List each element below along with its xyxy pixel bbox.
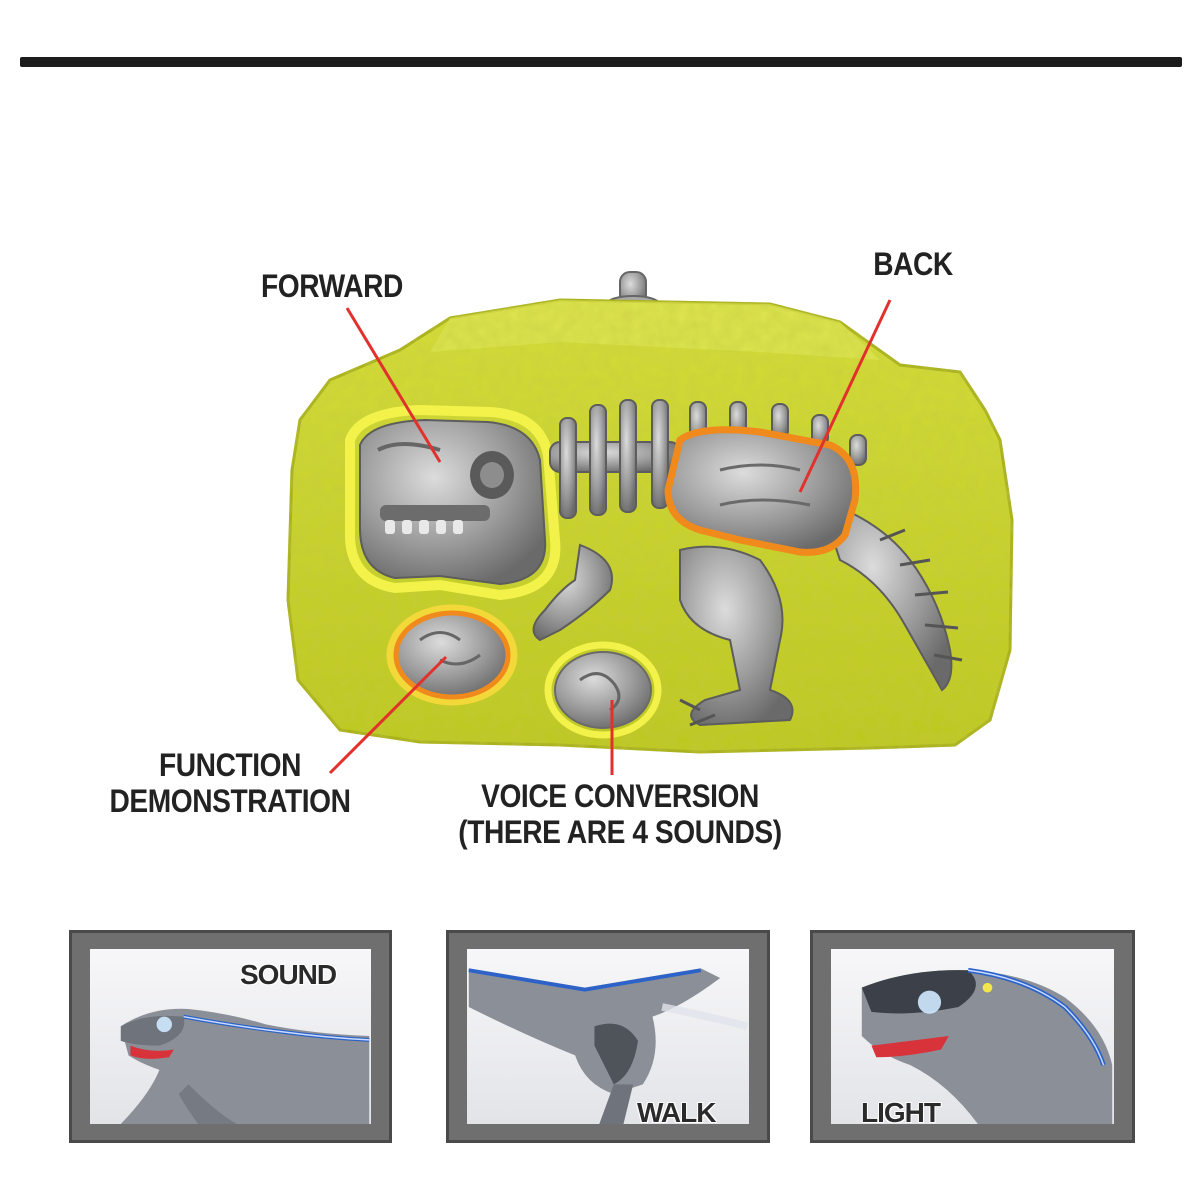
panel-walk-image: WALK	[467, 949, 749, 1124]
egg-function-button[interactable]	[386, 604, 518, 706]
callout-voice-line1: VOICE CONVERSION	[481, 778, 759, 814]
callout-voice-conversion: VOICE CONVERSION (THERE ARE 4 SOUNDS)	[444, 778, 796, 850]
callout-function-line2: DEMONSTRATION	[109, 783, 351, 819]
callout-voice-line2: (THERE ARE 4 SOUNDS)	[458, 814, 782, 850]
callout-pointers	[328, 299, 892, 775]
callout-forward: FORWARD	[244, 268, 420, 304]
panel-light-image: LIGHT	[831, 949, 1114, 1124]
raptor-glowing-eyes-icon	[861, 967, 1113, 1124]
dinosaur-skeleton-body	[532, 399, 963, 727]
raptor-walking-icon	[468, 968, 749, 1124]
feature-panel-walk: WALK	[446, 930, 770, 1143]
panel-sound-image: SOUND	[90, 949, 371, 1124]
panel-walk-label: WALK	[637, 1097, 716, 1124]
egg-voice-button[interactable]	[544, 641, 662, 739]
panel-sound-label: SOUND	[240, 959, 337, 990]
callout-back-text: BACK	[873, 246, 953, 282]
callout-function-line1: FUNCTION	[159, 747, 301, 783]
ribcage-back-button[interactable]	[664, 426, 860, 556]
feature-panel-sound: SOUND	[69, 930, 392, 1143]
panel-light-label: LIGHT	[861, 1097, 941, 1124]
feature-panel-light: LIGHT	[810, 930, 1135, 1143]
callout-forward-text: FORWARD	[261, 268, 403, 304]
dinosaur-skull-button[interactable]	[344, 404, 561, 601]
raptor-roaring-icon	[120, 1008, 370, 1124]
callout-function-demonstration: FUNCTION DEMONSTRATION	[89, 747, 371, 819]
top-divider	[20, 57, 1182, 67]
callout-back: BACK	[856, 246, 970, 282]
